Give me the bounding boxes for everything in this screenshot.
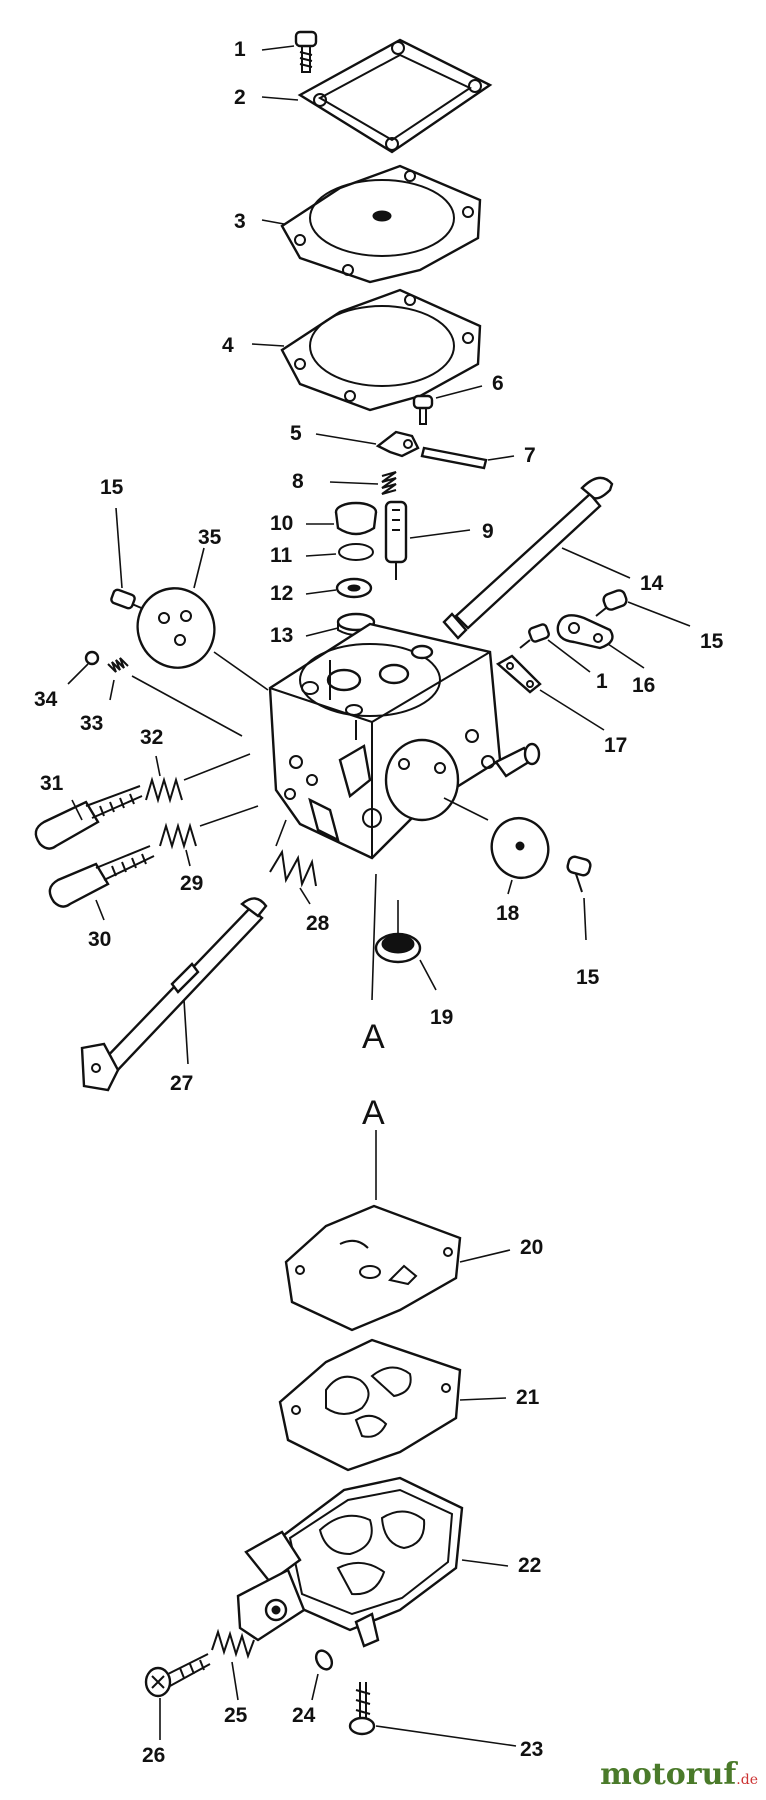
callout-1: 1 xyxy=(234,38,246,61)
callout-14: 14 xyxy=(640,572,664,595)
part-6-screw xyxy=(412,394,434,425)
callout-8: 8 xyxy=(292,470,304,493)
callout-15-left: 15 xyxy=(100,476,124,499)
callout-2: 2 xyxy=(234,86,246,109)
part-24-pin xyxy=(314,1649,334,1671)
part-27-throttle-shaft xyxy=(80,897,268,1092)
callout-24: 24 xyxy=(292,1704,316,1727)
part-17-plate xyxy=(495,654,542,694)
part-33-spring xyxy=(107,657,129,673)
part-4-gasket xyxy=(280,288,482,412)
part-26-screw xyxy=(144,1653,211,1698)
callout-28: 28 xyxy=(306,912,330,935)
callout-5: 5 xyxy=(290,422,302,445)
callout-9: 9 xyxy=(482,520,494,543)
callout-12: 12 xyxy=(270,582,293,605)
part-8-spring xyxy=(381,471,397,495)
part-11-o-ring xyxy=(338,543,374,561)
part-15-screw-left xyxy=(110,588,147,611)
callout-31: 31 xyxy=(40,772,64,795)
callout-21: 21 xyxy=(516,1386,540,1409)
part-22-pump-body xyxy=(236,1476,464,1648)
callout-25: 25 xyxy=(224,1704,248,1727)
part-31-adjust-screw xyxy=(34,785,143,850)
part-30-adjust-screw xyxy=(48,845,155,908)
part-35-disk xyxy=(136,587,216,669)
callout-10: 10 xyxy=(270,512,293,535)
callout-30: 30 xyxy=(88,928,111,951)
callout-15-right: 15 xyxy=(700,630,724,653)
part-7-pin xyxy=(420,446,488,470)
part-23-screw xyxy=(348,1682,376,1736)
callout-19: 19 xyxy=(430,1006,453,1029)
part-18-disk xyxy=(490,817,550,879)
part-28-spring xyxy=(269,849,317,888)
callout-3: 3 xyxy=(234,210,246,233)
watermark-logo: motoruf.de xyxy=(600,1757,758,1792)
part-1-screw xyxy=(294,30,318,73)
part-9-needle xyxy=(384,500,408,580)
callout-20: 20 xyxy=(520,1236,543,1259)
section-marker-bottom: A xyxy=(362,1094,385,1132)
part-1-screw-right xyxy=(519,623,550,649)
callout-18: 18 xyxy=(496,902,520,925)
part-12-washer xyxy=(335,577,373,599)
part-25-spring xyxy=(211,1628,255,1660)
part-5-lever xyxy=(375,430,420,458)
callout-23: 23 xyxy=(520,1738,543,1761)
part-2-cover-plate xyxy=(297,38,493,154)
callout-17: 17 xyxy=(604,734,627,757)
part-14-shaft xyxy=(442,476,614,640)
callout-35: 35 xyxy=(198,526,222,549)
part-21-gasket xyxy=(278,1338,462,1472)
callout-4: 4 xyxy=(222,334,234,357)
part-19-filter xyxy=(374,932,422,964)
part-15-screw-bottom xyxy=(566,855,592,893)
part-3-diaphragm xyxy=(280,164,482,284)
part-15-screw-right xyxy=(595,589,628,617)
watermark-suffix: .de xyxy=(736,1772,758,1788)
callout-29: 29 xyxy=(180,872,203,895)
callout-34: 34 xyxy=(34,688,58,711)
callout-27: 27 xyxy=(170,1072,193,1095)
callout-22: 22 xyxy=(518,1554,541,1577)
callout-32: 32 xyxy=(140,726,163,749)
callout-1-right: 1 xyxy=(596,670,608,693)
callout-33: 33 xyxy=(80,712,103,735)
callout-6: 6 xyxy=(492,372,504,395)
watermark-brand: motoruf xyxy=(600,1757,737,1792)
part-10-cup xyxy=(334,501,378,536)
callout-7: 7 xyxy=(524,444,536,467)
part-32-spring xyxy=(145,776,183,804)
part-16-plate xyxy=(556,614,614,650)
part-34-ball xyxy=(84,650,100,666)
part-29-spring xyxy=(159,822,197,850)
callout-13: 13 xyxy=(270,624,293,647)
callout-15-bottom: 15 xyxy=(576,966,600,989)
carburetor-body xyxy=(268,622,541,860)
part-20-gasket xyxy=(284,1204,462,1332)
callout-16: 16 xyxy=(632,674,655,697)
callout-11: 11 xyxy=(270,544,293,567)
section-marker-top: A xyxy=(362,1018,385,1056)
callout-26: 26 xyxy=(142,1744,165,1767)
